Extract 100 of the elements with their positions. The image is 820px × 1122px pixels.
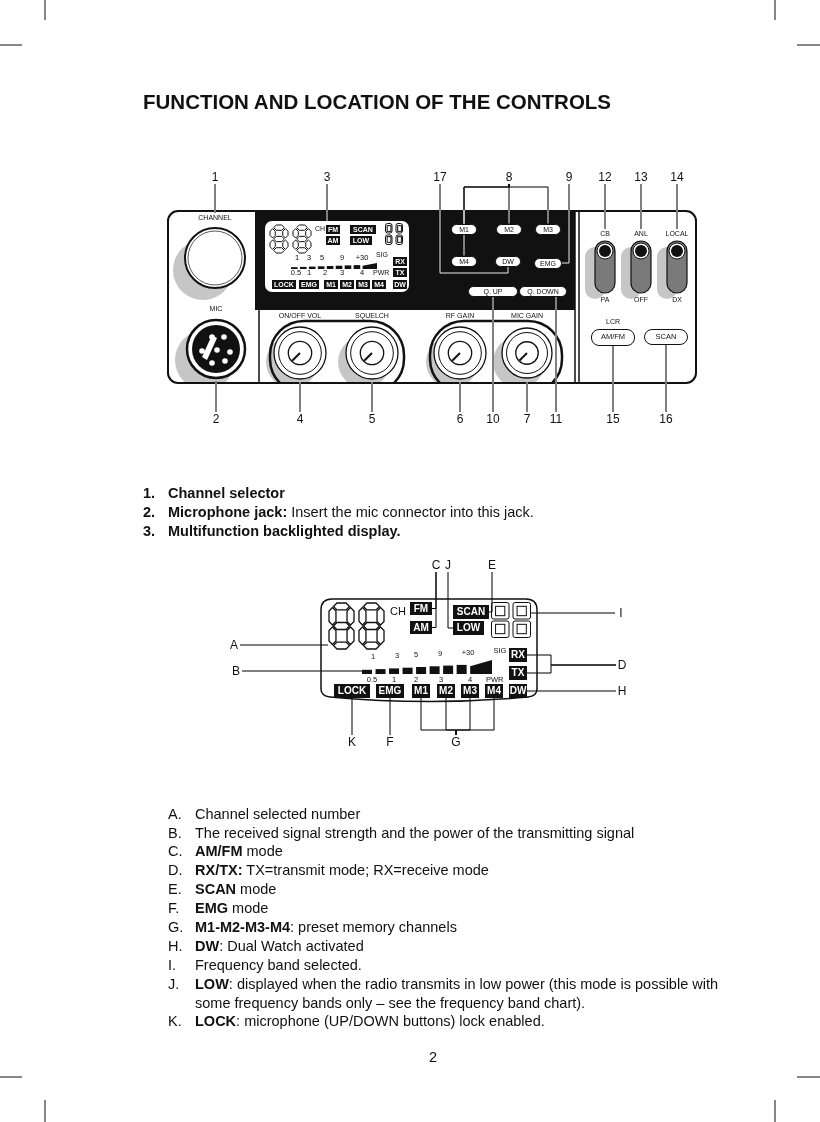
leader-line xyxy=(351,697,353,736)
list-text: Frequency band selected. xyxy=(195,955,363,975)
list-text: RX/TX: TX=transmit mode; RX=receive mode xyxy=(195,860,490,880)
list-letter: K. xyxy=(168,1011,183,1031)
callout-number: 6 xyxy=(451,412,469,426)
list-text: M1-M2-M3-M4: preset memory channels xyxy=(195,917,458,937)
leader-line xyxy=(215,380,217,413)
callout-letter: D xyxy=(616,658,628,672)
list-letter: H. xyxy=(168,936,184,956)
callout-letter: K xyxy=(346,735,358,749)
lcd-indicator: M1 xyxy=(412,684,430,698)
list-text: Microphone jack: Insert the mic connector into this jack. xyxy=(168,503,535,522)
list-letter: B. xyxy=(168,823,183,843)
leader-line xyxy=(526,381,528,413)
lcd-indicator: AM xyxy=(410,621,432,634)
leader-line xyxy=(526,664,617,674)
lcd-indicator: M4 xyxy=(485,684,503,698)
list-letter: E. xyxy=(168,879,183,899)
leader-line xyxy=(508,183,549,224)
leader-line xyxy=(455,697,495,736)
leader-line xyxy=(241,670,363,672)
leader-line xyxy=(463,183,510,256)
segment-digits xyxy=(491,602,531,638)
callout-number: 2 xyxy=(207,412,225,426)
list-text: The received signal strength and the power of the transmitting signal xyxy=(195,823,636,843)
callout-letter: E xyxy=(486,558,498,572)
leader-line xyxy=(555,296,557,413)
callout-number: 15 xyxy=(604,412,622,426)
signal-bar-graph xyxy=(362,660,492,674)
callout-number: 9 xyxy=(560,170,578,184)
callout-number: 3 xyxy=(318,170,336,184)
callout-number: 4 xyxy=(291,412,309,426)
callout-letter: H xyxy=(616,684,628,698)
list-letter: D. xyxy=(168,860,184,880)
lcd-label: CH xyxy=(389,605,407,617)
list-text: DW: Dual Watch activated xyxy=(195,936,365,956)
callout-number: 8 xyxy=(500,170,518,184)
list-text: LOCK: microphone (UP/DOWN buttons) lock enabled. xyxy=(195,1011,546,1031)
lcd-display xyxy=(265,221,409,292)
list-text: Channel selector xyxy=(168,484,286,503)
callout-letter: J xyxy=(442,558,454,572)
callout-letter: A xyxy=(228,638,240,652)
leader-line xyxy=(299,381,301,413)
leader-line xyxy=(665,344,667,413)
leader-line xyxy=(447,571,454,629)
list-number: 1. xyxy=(143,484,157,503)
callout-number: 11 xyxy=(547,412,565,426)
lcd-indicator: EMG xyxy=(376,684,404,698)
lcd-indicator: DW xyxy=(509,684,527,698)
seven-segment-digits xyxy=(328,602,386,650)
lcd-indicator: SCAN xyxy=(453,605,489,619)
lcd-indicator: LOCK xyxy=(334,684,370,698)
callout-letter: G xyxy=(450,735,462,749)
list-letter: A. xyxy=(168,804,183,824)
lcd-indicator: TX xyxy=(509,666,527,680)
list-number: 2. xyxy=(143,503,157,522)
leader-line xyxy=(526,690,617,692)
callout-number: 13 xyxy=(632,170,650,184)
leader-line xyxy=(604,183,606,230)
callout-number: 12 xyxy=(596,170,614,184)
leader-line xyxy=(676,183,678,230)
callout-number: 10 xyxy=(484,412,502,426)
leader-line xyxy=(488,571,493,613)
list-text: AM/FM mode xyxy=(195,841,284,861)
list-text: LOW: displayed when the radio transmits in low power (this mode is possible with some frequency bands only – see the frequency band chart). xyxy=(195,974,720,1013)
lcd-indicator: M3 xyxy=(461,684,479,698)
callout-letter: F xyxy=(384,735,396,749)
leader-line xyxy=(439,183,509,274)
callout-number: 14 xyxy=(668,170,686,184)
callout-number: 16 xyxy=(657,412,675,426)
callout-number: 1 xyxy=(206,170,224,184)
list-text: SCAN mode xyxy=(195,879,278,899)
lcd-indicator: M2 xyxy=(437,684,455,698)
radio-front-panel xyxy=(167,210,697,384)
lcd-indicator: LOW xyxy=(453,621,484,635)
leader-line xyxy=(492,296,494,413)
leader-line xyxy=(459,381,461,413)
leader-line xyxy=(214,183,216,214)
leader-line xyxy=(640,183,642,230)
list-letter: F. xyxy=(168,898,181,918)
list-letter: G. xyxy=(168,917,185,937)
list-number: 3. xyxy=(143,522,157,541)
list-text: EMG mode xyxy=(195,898,270,918)
list-text: Channel selected number xyxy=(195,804,362,824)
page-number: 2 xyxy=(427,1048,439,1067)
leader-line xyxy=(561,183,570,264)
leader-line xyxy=(371,381,373,413)
lcd-indicator: RX xyxy=(509,648,527,662)
callout-number: 17 xyxy=(431,170,449,184)
list-letter: C. xyxy=(168,841,184,861)
leader-line xyxy=(612,345,614,413)
lcd-indicator: FM xyxy=(410,602,432,615)
callout-letter: C xyxy=(430,558,442,572)
callout-letter: I xyxy=(615,606,627,620)
list-letter: I. xyxy=(168,955,178,975)
leader-line xyxy=(431,571,437,628)
callout-number: 7 xyxy=(518,412,536,426)
leader-line xyxy=(326,183,328,222)
leader-line xyxy=(239,644,329,646)
leader-line xyxy=(530,612,616,614)
